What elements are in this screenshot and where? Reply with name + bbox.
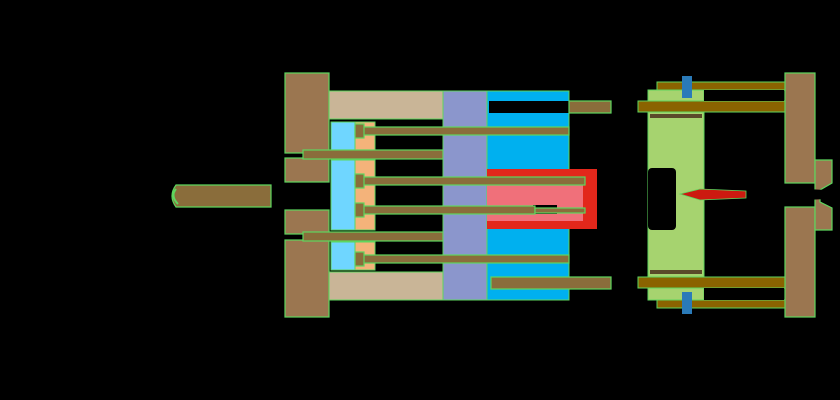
nozzle — [785, 159, 833, 231]
guide-pin-upper — [568, 100, 612, 114]
cavity-plate-recess — [648, 168, 676, 230]
stationary-clamp-upper — [784, 72, 816, 184]
guide-bushing-upper — [637, 100, 787, 113]
cavity-plate-rail-bottom — [650, 270, 702, 274]
marker-upper — [682, 76, 692, 98]
ejector-rod-body — [171, 184, 272, 208]
clamp-plate-lower — [284, 239, 330, 318]
core-slot-top — [489, 101, 569, 113]
ejector-pin-1-head — [354, 123, 365, 139]
marker-lower — [682, 292, 692, 314]
ejector-pin-2 — [354, 176, 586, 186]
stationary-clamp-plate — [784, 72, 816, 318]
support-plate — [442, 90, 488, 301]
guide-pin-lower — [490, 276, 612, 290]
ejector-pin-4-head — [354, 251, 365, 267]
clamp-plate-mid-lower — [284, 209, 330, 235]
clamp-plate-mid-upper — [284, 157, 330, 183]
ejector-pin-4 — [354, 254, 570, 264]
ejector-rod — [171, 184, 272, 208]
guide-bushing-lower-bottom — [656, 299, 786, 309]
ejector-cavity-1 — [330, 121, 356, 151]
ejector-pin-3-extension — [534, 207, 586, 214]
ejector-pin-1 — [354, 126, 570, 136]
guide-bushing-lower — [637, 276, 787, 289]
clamp-plate-upper — [284, 72, 330, 154]
ejector-pin-3-head — [354, 202, 365, 218]
return-pin-upper — [302, 149, 444, 160]
clamp-plate — [284, 72, 330, 318]
cavity-plate-rail-top — [650, 114, 702, 118]
ejector-rod-tip — [172, 188, 179, 205]
stationary-clamp-lower — [784, 206, 816, 318]
molded-part-shell — [487, 169, 597, 229]
spacer-block-bottom — [328, 271, 444, 301]
ejector-plate-2 — [354, 159, 376, 231]
ejector-cavity-3 — [330, 241, 356, 271]
nozzle-body — [814, 159, 833, 231]
bushing-channel-upper — [704, 90, 784, 101]
clamp-plate-opening — [285, 184, 329, 208]
nozzle-bore — [785, 188, 832, 201]
ejector-pin-3 — [354, 205, 536, 215]
bushing-channel-lower — [704, 288, 784, 300]
ejector-pin-2-head — [354, 173, 365, 189]
return-pin-lower — [302, 231, 444, 242]
guide-bushing-upper-top — [656, 81, 786, 91]
ejector-cavity-2 — [330, 159, 356, 231]
sprue-channel — [678, 188, 747, 201]
spacer-block-top — [328, 90, 444, 120]
